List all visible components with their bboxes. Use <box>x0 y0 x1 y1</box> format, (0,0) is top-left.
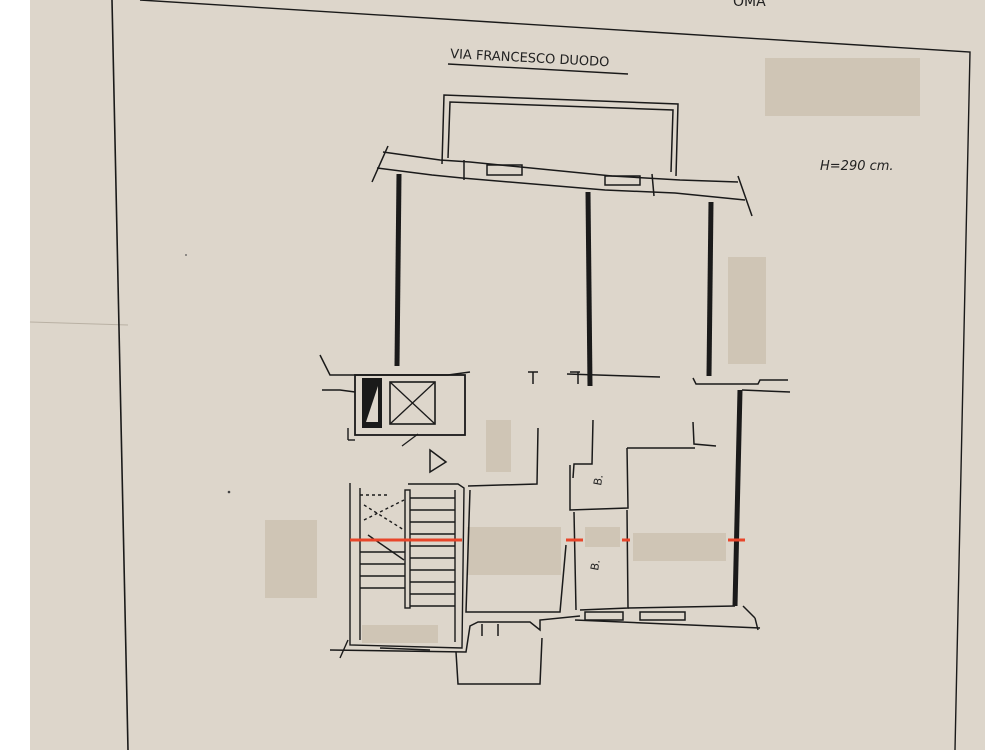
top-fragment-text: OMA <box>733 0 766 10</box>
redaction-patches <box>265 58 920 643</box>
exterior-wall-bottom <box>329 611 761 685</box>
bathroom-label: B. <box>588 558 603 571</box>
bearing-walls <box>394 173 743 607</box>
interior-walls <box>465 371 791 631</box>
ceiling-height-note: H=290 cm. <box>820 159 894 174</box>
paper-fold-line <box>29 321 129 326</box>
ink-speck <box>185 254 187 256</box>
street-name-underline <box>447 63 629 75</box>
redaction-patch <box>585 527 620 547</box>
frame-border-right <box>139 0 971 750</box>
redaction-patch <box>765 58 920 116</box>
top-balcony <box>441 94 679 177</box>
entrance-arrow-icon <box>429 448 448 474</box>
redaction-patch <box>467 527 561 575</box>
redaction-patch <box>486 420 511 472</box>
ink-speck <box>227 490 231 494</box>
bathroom-label: B. <box>591 473 606 486</box>
exterior-wall-top <box>371 145 753 217</box>
paper-sheet <box>30 0 985 750</box>
redaction-patch <box>633 533 726 561</box>
redaction-patch <box>265 520 317 598</box>
elevator-core <box>319 354 471 447</box>
frame-border-left <box>111 0 129 750</box>
redaction-patch <box>728 257 766 364</box>
redaction-patch <box>362 625 438 643</box>
